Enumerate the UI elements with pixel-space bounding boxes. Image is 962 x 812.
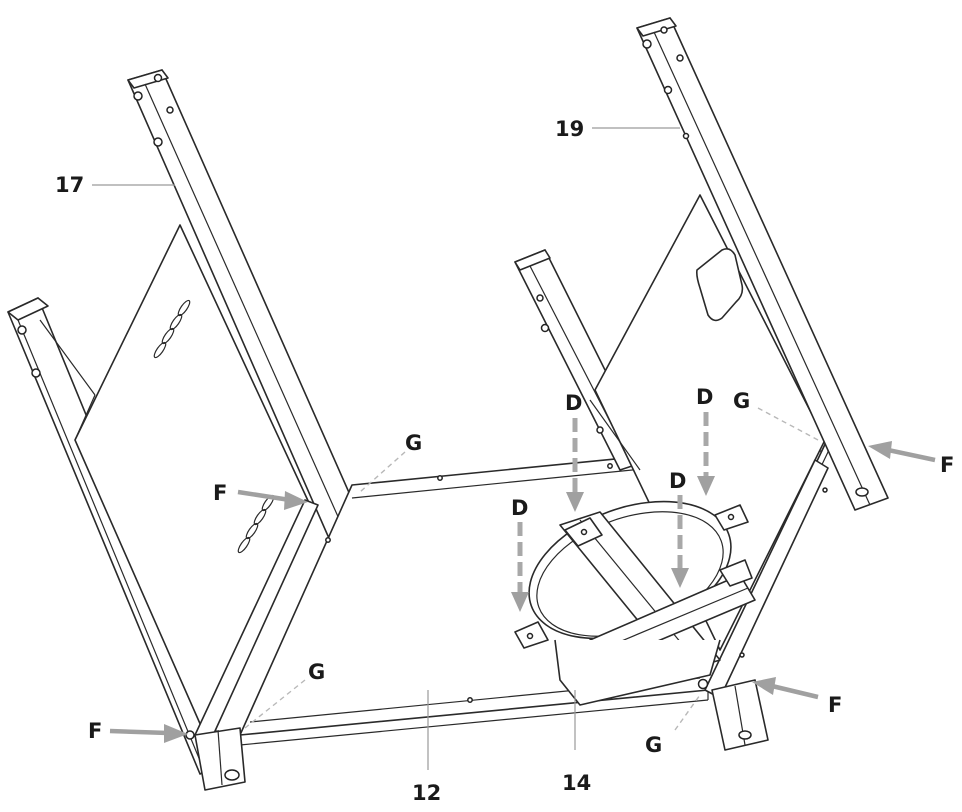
label-19: 19 — [555, 117, 584, 141]
front-right-leg — [697, 459, 829, 751]
f-arrow-bottom-left — [109, 724, 188, 743]
label-g-3: G — [308, 660, 325, 684]
front-left-leg — [185, 499, 319, 791]
g-leader-top — [359, 451, 406, 493]
d-arrow-1 — [566, 418, 584, 512]
f-arrow-top-right — [868, 441, 936, 463]
vent-slots-upper — [153, 299, 191, 359]
d-arrow-2 — [697, 412, 715, 496]
label-d-1: D — [565, 391, 582, 415]
label-g-2: G — [733, 389, 750, 413]
d-arrow-4 — [671, 495, 689, 588]
label-12: 12 — [412, 781, 441, 805]
g-leader-left — [244, 679, 306, 729]
label-f-4: F — [828, 693, 842, 717]
label-d-4: D — [669, 469, 686, 493]
label-d-3: D — [511, 496, 528, 520]
g-leader-bottom — [674, 694, 701, 731]
label-f-2: F — [88, 719, 102, 743]
label-d-2: D — [696, 385, 713, 409]
f-arrow-bottom-right — [752, 677, 819, 700]
label-g-4: G — [645, 733, 662, 757]
label-17: 17 — [55, 173, 84, 197]
label-14: 14 — [562, 771, 591, 795]
d-arrow-3 — [511, 522, 529, 612]
g-leader-right — [757, 407, 819, 441]
f-arrow-top-left — [237, 489, 308, 510]
label-f-3: F — [940, 453, 954, 477]
label-f-1: F — [213, 481, 227, 505]
leg-19 — [636, 17, 889, 511]
label-g-1: G — [405, 431, 422, 455]
